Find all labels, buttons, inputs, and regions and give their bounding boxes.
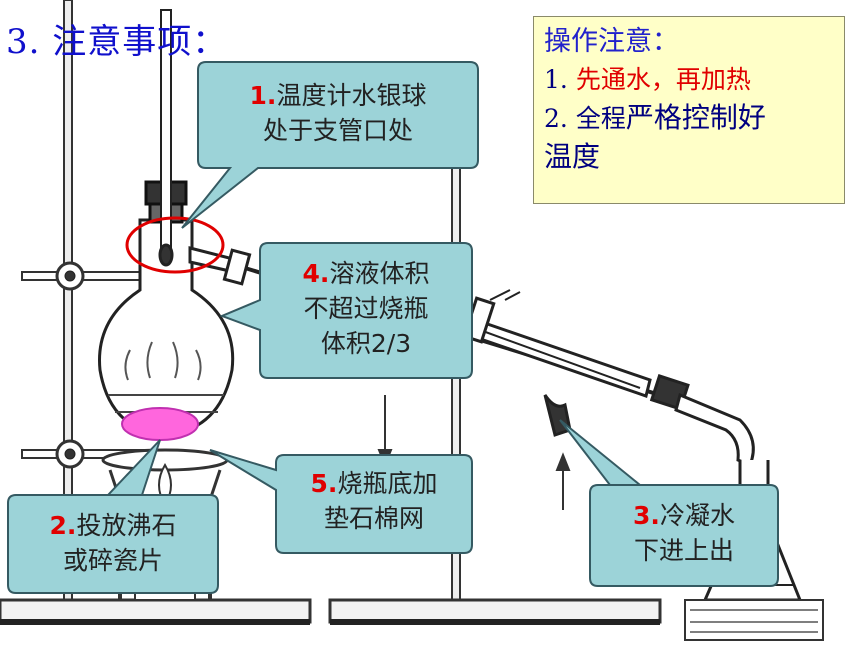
notes-item-2-text-a: 全程: [575, 104, 626, 133]
callout-1-line-1: 温度计水银球: [276, 81, 427, 110]
callout-2-bubble: [7, 439, 219, 594]
callout-5-line-1: 烧瓶底加: [337, 469, 438, 498]
callout-4-line-1: 溶液体积: [329, 259, 430, 288]
boiling-stone-highlight: [121, 407, 199, 441]
callout-2-number: 2.: [49, 511, 77, 540]
callout-1-text: 1.温度计水银球 处于支管口处: [198, 78, 478, 148]
callout-5-line-2: 垫石棉网: [323, 504, 424, 533]
callout-2-line-2: 或碎瓷片: [62, 546, 163, 575]
callout-shapes: [7, 61, 779, 594]
operation-notes-box: 操作注意： 1. 先通水，再加热 2. 全程严格控制好 温度: [533, 16, 845, 204]
callout-4-text: 4.溶液体积 不超过烧瓶 体积2/3: [260, 256, 472, 361]
distilling-flask: [98, 9, 252, 437]
callout-1-line-2: 处于支管口处: [262, 116, 413, 145]
notes-item-2-text-c: 温度: [544, 140, 601, 173]
notes-item-1-number: 1.: [544, 65, 576, 94]
callout-3-number: 3.: [633, 501, 660, 530]
notes-item-2-continued: 温度: [544, 138, 834, 177]
notes-heading: 操作注意：: [544, 26, 679, 57]
notes-item-1-text: 先通水，再加热: [575, 65, 751, 94]
callout-3-text: 3.冷凝水 下进上出: [590, 498, 778, 568]
callout-4-line-2: 不超过烧瓶: [303, 294, 429, 323]
callout-3-line-1: 冷凝水: [659, 501, 735, 530]
callout-4-bubble: [219, 242, 473, 379]
callout-5-number: 5.: [310, 469, 338, 498]
callout-5-text: 5.烧瓶底加 垫石棉网: [276, 466, 472, 536]
callout-2-text: 2.投放沸石 或碎瓷片: [8, 508, 218, 578]
water-flow-arrows: [377, 395, 571, 510]
notes-item-2-number: 2.: [544, 104, 576, 133]
notes-item-1: 1. 先通水，再加热: [544, 61, 834, 99]
callout-5-bubble: [209, 449, 473, 554]
callout-4-line-3: 体积2/3: [320, 329, 412, 358]
notes-item-2: 2. 全程严格控制好: [544, 99, 834, 138]
thermometer-bulb-highlight: [125, 216, 225, 274]
callout-3-line-2: 下进上出: [633, 536, 734, 565]
page-title: 3. 注意事项：: [6, 22, 228, 62]
notes-item-2-text-b: 严格控制好: [625, 101, 766, 134]
callout-4-number: 4.: [302, 259, 330, 288]
callout-1-bubble: [181, 61, 479, 229]
callout-3-bubble: [559, 419, 779, 587]
callout-2-line-1: 投放沸石: [76, 511, 177, 540]
callout-1-number: 1.: [249, 81, 277, 110]
